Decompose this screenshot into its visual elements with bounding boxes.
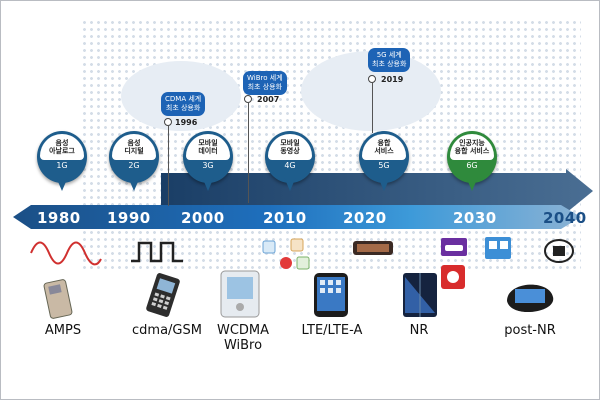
tech-label-nr: NR <box>409 323 429 338</box>
milestone-pin-2019 <box>368 75 376 83</box>
generation-bubble-2g: 음성 디지털 2G <box>109 131 159 191</box>
callout-5g: 5G 세계 최초 상용화 <box>368 48 411 72</box>
analog-wave-icon <box>30 241 102 266</box>
flip-phone-icon <box>146 273 180 317</box>
generation-label: 6G <box>466 161 478 170</box>
milestone-year-1996: 1996 <box>175 118 198 127</box>
tech-label-post-nr: post-NR <box>504 323 556 338</box>
wearable-band-icon <box>507 284 554 313</box>
generation-label: 5G <box>378 161 390 170</box>
milestone-pin-1996 <box>164 118 172 126</box>
tech-label-amps: AMPS <box>44 323 82 338</box>
decade-label-2000: 2000 <box>181 209 225 227</box>
tech-label-wcdma-wibro: WCDMA WiBro <box>216 323 270 353</box>
generation-bubble-6g: 인공지능 융합 서비스 6G <box>447 131 497 191</box>
vr-headset-icon <box>441 238 467 256</box>
decade-label-2030: 2030 <box>453 209 497 227</box>
generation-label: 3G <box>202 161 214 170</box>
generation-bubble-5g: 융합 서비스 5G <box>359 131 409 191</box>
app-icons <box>262 238 310 270</box>
milestone-year-2019: 2019 <box>381 75 404 84</box>
decade-label-1990: 1990 <box>107 209 151 227</box>
tech-label-cdma-gsm: cdma/GSM <box>132 323 202 338</box>
smartphone-icon <box>314 273 348 317</box>
robot-icon <box>441 237 511 289</box>
ai-brain-icon <box>544 239 574 263</box>
digital-square-wave-icon <box>131 241 183 263</box>
decade-label-2010: 2010 <box>263 209 307 227</box>
decade-label-1980: 1980 <box>37 209 81 227</box>
upper-arrow-band <box>161 169 593 213</box>
generation-label: 4G <box>284 161 296 170</box>
generation-service: 모바일 데이터 <box>198 139 218 155</box>
milestone-pin-2007 <box>244 95 252 103</box>
generation-service: 음성 아날로그 <box>49 139 75 155</box>
milestone-line-2007 <box>248 103 249 203</box>
generation-bubble-1g: 음성 아날로그 1G <box>37 131 87 191</box>
lower-arrow-band <box>13 205 581 229</box>
generation-service: 인공지능 융합 서비스 <box>454 139 490 155</box>
generation-bubble-4g: 모바일 동영상 4G <box>265 131 315 191</box>
generation-service: 음성 디지털 <box>124 139 144 155</box>
callout-cdma: CDMA 세계 최초 상용화 <box>161 92 206 116</box>
decade-label-2020: 2020 <box>343 209 387 227</box>
generation-bubble-3g: 모바일 데이터 3G <box>183 131 233 191</box>
callout-wibro: WiBro 세계 최초 상용화 <box>243 71 287 95</box>
generation-service: 모바일 동영상 <box>280 139 300 155</box>
decade-label-2040: 2040 <box>543 209 587 227</box>
foldable-phone-icon <box>353 241 437 317</box>
milestone-line-2019 <box>372 83 373 133</box>
milestone-line-1996 <box>168 126 169 206</box>
tech-label-lte: LTE/LTE-A <box>301 323 363 338</box>
generation-label: 2G <box>128 161 140 170</box>
generation-label: 1G <box>56 161 68 170</box>
generation-service: 융합 서비스 <box>374 139 394 155</box>
brick-phone-icon <box>43 279 73 319</box>
pda-phone-icon <box>220 270 260 318</box>
milestone-year-2007: 2007 <box>257 95 280 104</box>
